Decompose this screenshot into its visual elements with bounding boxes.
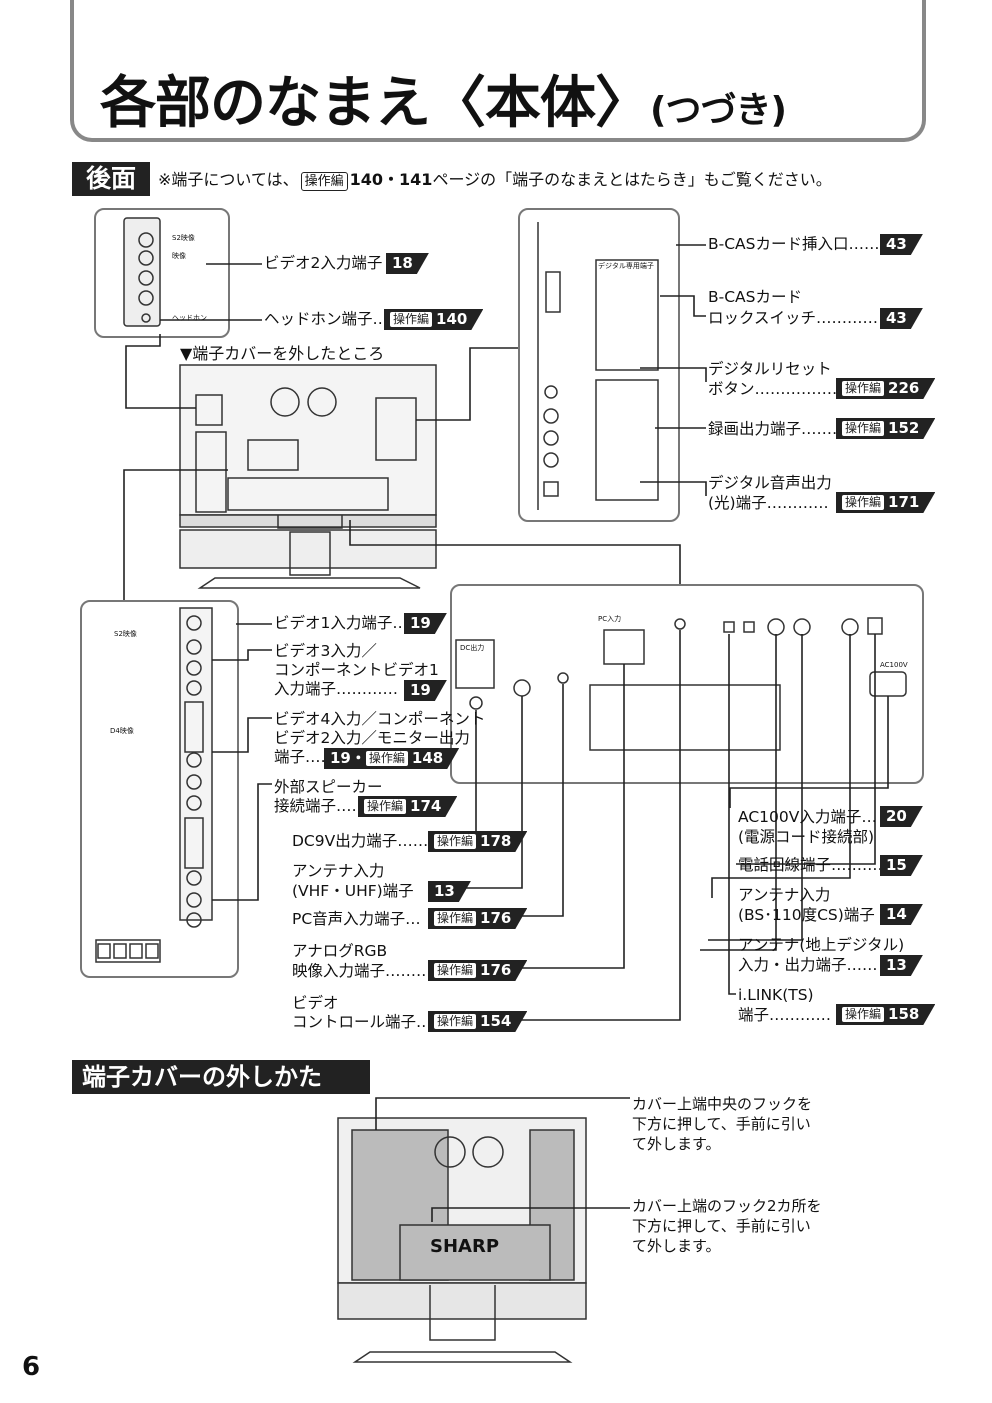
svg-text:映像: 映像: [172, 251, 186, 260]
label-video3-3: 入力端子…………: [274, 680, 399, 698]
label-antenna-vhf-1: アンテナ入力: [292, 862, 385, 880]
label-reset-2: ボタン………………: [708, 380, 848, 398]
section-rear-title: 後面: [72, 162, 150, 196]
page-tag-video1: 19: [404, 613, 447, 634]
label-vc-2: コントロール端子…: [292, 1013, 432, 1031]
label-antenna-vhf-2: (VHF・UHF)端子: [292, 882, 414, 900]
label-rgb-2: 映像入力端子………: [292, 962, 432, 980]
svg-text:AC100V: AC100V: [880, 661, 908, 669]
svg-text:ヘッドホン: ヘッドホン: [172, 314, 207, 322]
svg-text:S2映像: S2映像: [172, 233, 195, 242]
page-tag-ac: 20: [880, 806, 923, 827]
label-video2: ビデオ2入力端子: [264, 254, 383, 272]
label-optical-2: (光)端子…………: [708, 494, 829, 512]
title-frame: [70, 0, 926, 142]
svg-text:D4映像: D4映像: [110, 726, 134, 735]
label-bs-1: アンテナ入力: [738, 886, 831, 904]
page-number: 6: [22, 1352, 41, 1382]
page-tag-bs: 14: [880, 904, 923, 925]
label-video4-2: ビデオ2入力／モニター出力: [274, 729, 470, 747]
svg-text:PC入力: PC入力: [598, 614, 621, 623]
cover-note-1: カバー上端中央のフックを下方に押して、手前に引いて外します。: [632, 1095, 813, 1153]
label-video4-3: 端子……: [274, 748, 337, 766]
page-tag-terr: 13: [880, 955, 923, 976]
label-terr-1: アンテナ(地上デジタル): [738, 936, 905, 954]
label-speaker-1: 外部スピーカー: [274, 778, 383, 796]
label-video3-2: コンポーネントビデオ1: [274, 661, 439, 679]
page-tag-bcas-lock: 43: [880, 308, 923, 329]
label-ilink-2: 端子…………: [738, 1006, 832, 1024]
label-phone: 電話回線端子…………: [738, 856, 894, 874]
label-ac-1: AC100V入力端子…: [738, 808, 877, 826]
svg-text:S2映像: S2映像: [114, 629, 137, 638]
svg-text:DC出力: DC出力: [460, 643, 484, 652]
page-tag-bcas-slot: 43: [880, 234, 923, 255]
label-ac-2: (電源コード接続部): [738, 828, 875, 846]
label-rec-out: 録画出力端子………: [708, 420, 848, 438]
svg-text:デジタル専用端子: デジタル専用端子: [598, 261, 654, 270]
label-video4-1: ビデオ4入力／コンポーネント: [274, 710, 486, 728]
label-pc-audio: PC音声入力端子…: [292, 910, 421, 928]
brand-logo: SHARP: [430, 1236, 499, 1257]
label-optical-1: デジタル音声出力: [708, 474, 832, 492]
label-video3-1: ビデオ3入力／: [274, 642, 377, 660]
label-bs-2: (BS･110度CS)端子: [738, 906, 875, 924]
label-ilink-1: i.LINK(TS): [738, 986, 814, 1004]
page-title: 各部のなまえ〈本体〉(つづき): [100, 71, 787, 136]
page-tag-antenna-vhf: 13: [428, 881, 471, 902]
page-tag-phone: 15: [880, 855, 923, 876]
label-bcas-slot: B-CASカード挿入口……: [708, 235, 880, 253]
label-video1: ビデオ1入力端子…: [274, 614, 408, 632]
label-reset-1: デジタルリセット: [708, 360, 832, 378]
cover-note-2: カバー上端のフック2カ所を下方に押して、手前に引いて外します。: [632, 1197, 822, 1255]
label-dc9v: DC9V出力端子……: [292, 832, 429, 850]
label-terr-2: 入力・出力端子……: [738, 956, 878, 974]
page-tag-video2: 18: [386, 253, 429, 274]
label-vc-1: ビデオ: [292, 994, 339, 1012]
page-tag-video3: 19: [404, 680, 447, 701]
panel-side-video2: [94, 208, 230, 338]
label-rgb-1: アナログRGB: [292, 942, 388, 960]
section-cover-title: 端子カバーの外しかた: [72, 1060, 370, 1094]
label-headphone: ヘッドホン端子…: [264, 310, 389, 328]
label-bcas-lock-1: B-CASカード: [708, 288, 802, 306]
label-bcas-lock-2: ロックスイッチ…………: [708, 309, 879, 327]
label-speaker-2: 接続端子……: [274, 797, 368, 815]
cover-removed-caption: ▼端子カバーを外したところ: [180, 344, 385, 363]
